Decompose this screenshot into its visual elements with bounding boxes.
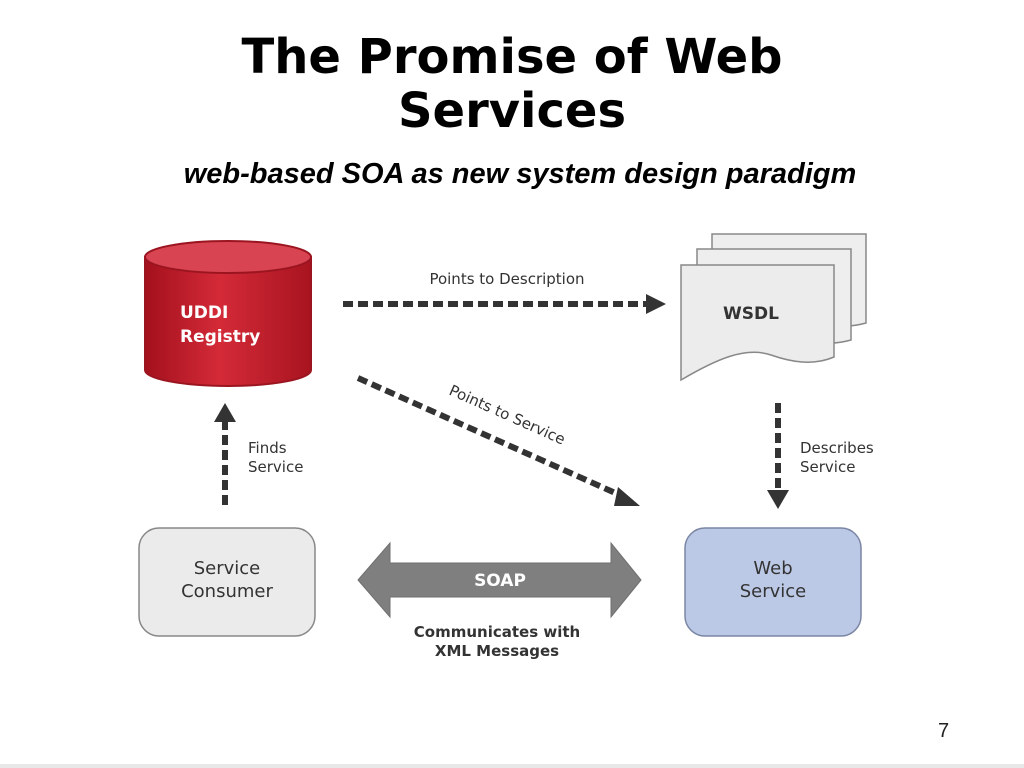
describes-service-label-line-1: Describes <box>800 439 874 457</box>
page-number: 7 <box>938 720 950 742</box>
communicates-label-line-2: XML Messages <box>435 642 559 660</box>
points-to-description-label: Points to Description <box>429 270 584 288</box>
finds-service-label-line-1: Finds <box>248 439 287 457</box>
finds-service-edge: Finds Service <box>214 403 303 505</box>
slide-subtitle: web-based SOA as new system design parad… <box>183 158 857 190</box>
uddi-registry-node: UDDI Registry <box>144 240 312 387</box>
service-consumer-node: Service Consumer <box>138 527 316 637</box>
communicates-label-line-1: Communicates with <box>414 623 580 641</box>
describes-service-label-line-2: Service <box>800 458 855 476</box>
soap-edge: SOAP Communicates with XML Messages <box>357 541 642 660</box>
uddi-label-line-2: Registry <box>180 327 260 347</box>
web-service-node: Web Service <box>684 527 862 637</box>
slide-title: The Promise of Web Services <box>0 30 1024 138</box>
title-line-2: Services <box>397 83 627 139</box>
bottom-divider <box>0 764 1024 768</box>
points-to-service-label: Points to Service <box>446 381 568 448</box>
title-line-1: The Promise of Web <box>241 29 783 85</box>
describes-service-edge: Describes Service <box>767 403 874 509</box>
finds-service-label-line-2: Service <box>248 458 303 476</box>
web-service-label-line-2: Service <box>740 581 807 602</box>
wsdl-label: WSDL <box>723 304 779 324</box>
wsdl-document-node: WSDL <box>680 233 867 382</box>
web-service-label-line-1: Web <box>753 558 792 579</box>
points-to-service-edge: Points to Service <box>356 375 640 506</box>
consumer-label-line-1: Service <box>194 558 261 579</box>
consumer-label-line-2: Consumer <box>181 581 273 602</box>
points-to-description-edge: Points to Description <box>343 270 666 314</box>
soap-label: SOAP <box>474 571 526 591</box>
uddi-label-line-1: UDDI <box>180 303 228 323</box>
